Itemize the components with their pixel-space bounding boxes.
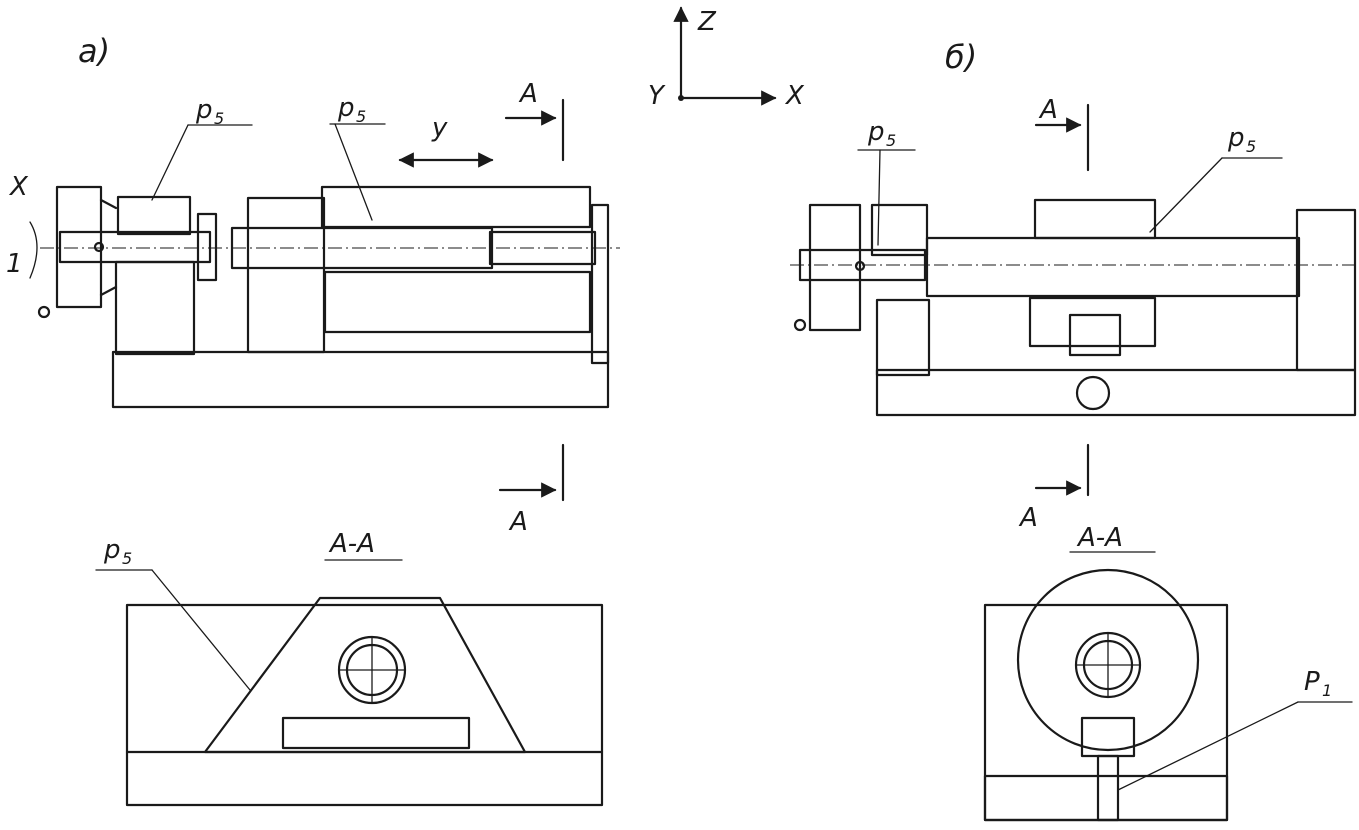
p5-label-2: p 5 — [337, 93, 366, 126]
b-section-title: A-A — [1076, 523, 1123, 553]
knob — [55, 185, 103, 309]
svg-text:p: p — [195, 95, 213, 125]
b-left-block — [870, 203, 929, 257]
axis-x-label: X — [784, 81, 805, 111]
b-base — [875, 368, 1357, 417]
b-nut-bottom — [1028, 296, 1157, 348]
p1-label: P 1 — [1304, 667, 1332, 700]
b-section-a-top-label: A — [1038, 95, 1058, 125]
svg-text:1: 1 — [1322, 681, 1332, 700]
svg-text:p: p — [867, 117, 885, 147]
collar — [196, 212, 218, 282]
svg-text:p: p — [103, 535, 121, 565]
shaft-left — [58, 230, 212, 264]
axis-z-label: Z — [697, 7, 717, 37]
left-x-label: X — [8, 172, 29, 202]
section-body — [125, 603, 604, 807]
p5-label-3: p 5 — [103, 535, 132, 568]
p5-label-1: p 5 — [195, 95, 224, 128]
svg-text:5: 5 — [1246, 137, 1256, 156]
b-section-a-bottom-label: A — [1018, 503, 1038, 533]
panel-a: а) X 1 p 5 p 5 — [6, 32, 620, 537]
section-a-bottom-label: A — [508, 507, 528, 537]
panel-b: б) p 5 p 5 A A — [790, 38, 1357, 533]
b-rod — [925, 236, 1301, 298]
left-1-label: 1 — [6, 249, 23, 279]
svg-text:5: 5 — [886, 131, 896, 150]
panel-b-section: A-A P 1 — [983, 523, 1353, 822]
section-a-top-label: A — [518, 79, 538, 109]
coordinate-axes: Z Y X — [648, 6, 805, 111]
svg-text:p: p — [1227, 123, 1245, 153]
b-section-base — [983, 774, 1229, 822]
left-bracket — [114, 260, 196, 356]
b-right-wall — [1295, 208, 1357, 372]
svg-text:5: 5 — [214, 109, 224, 128]
b-nut-top — [1033, 198, 1157, 240]
dovetail-slide — [203, 596, 527, 754]
svg-text:5: 5 — [122, 549, 132, 568]
svg-text:5: 5 — [356, 107, 366, 126]
p5-label-4: p 5 — [867, 117, 896, 150]
y-direction-label: y — [431, 113, 448, 143]
b-section-rod — [1016, 568, 1200, 752]
panel-b-label: б) — [945, 38, 977, 76]
section-a-title: A-A — [328, 529, 375, 559]
left-bracket-top — [116, 195, 192, 236]
p5-label-5: p 5 — [1227, 123, 1256, 156]
svg-text:p: p — [337, 93, 355, 123]
svg-text:P: P — [1304, 667, 1320, 697]
axis-y-label: Y — [648, 81, 666, 111]
slider-lower — [323, 270, 592, 334]
base-plate — [111, 350, 610, 409]
panel-a-section: A-A p 5 — [95, 529, 604, 807]
slider-upper — [320, 185, 592, 229]
panel-a-label: а) — [78, 32, 110, 70]
b-left-wall — [875, 298, 931, 377]
b-knob — [808, 203, 862, 332]
